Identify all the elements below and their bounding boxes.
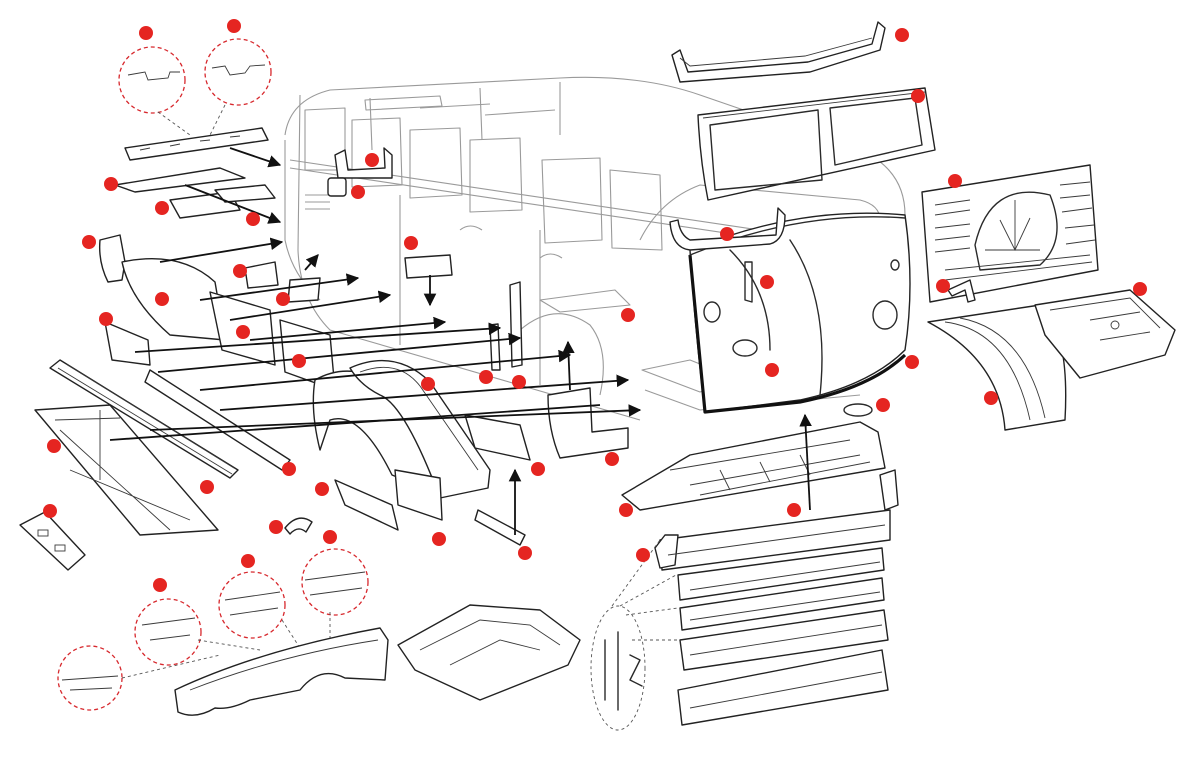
hotspot-marker-45[interactable]: [241, 554, 255, 568]
hotspot-marker-18[interactable]: [512, 375, 526, 389]
hotspot-marker-40[interactable]: [984, 391, 998, 405]
rear-corner-panel: [98, 234, 126, 283]
hotspot-marker-25[interactable]: [323, 530, 337, 544]
hotspot-marker-32[interactable]: [760, 275, 774, 289]
hotspot-marker-6[interactable]: [155, 201, 169, 215]
hotspot-marker-31[interactable]: [720, 227, 734, 241]
hotspot-marker-24[interactable]: [269, 520, 283, 534]
hotspot-marker-7[interactable]: [246, 212, 260, 226]
roof-front-trim: [671, 21, 886, 83]
hotspot-marker-5[interactable]: [104, 177, 118, 191]
sill-rocker-panels: [49, 359, 291, 479]
small-parts-left: [244, 147, 393, 535]
crossmember-stack: [654, 469, 899, 726]
hotspot-marker-38[interactable]: [936, 279, 950, 293]
hotspot-marker-27[interactable]: [518, 546, 532, 560]
hotspot-markers[interactable]: [43, 19, 1147, 592]
hotspot-marker-44[interactable]: [636, 548, 650, 562]
hotspot-marker-21[interactable]: [47, 439, 61, 453]
hotspot-marker-1[interactable]: [139, 26, 153, 40]
hotspot-marker-20[interactable]: [200, 480, 214, 494]
hotspot-marker-35[interactable]: [895, 28, 909, 42]
windshield-lower-seal: [669, 207, 786, 251]
hotspot-marker-33[interactable]: [765, 363, 779, 377]
hotspot-marker-23[interactable]: [315, 482, 329, 496]
hotspot-marker-12[interactable]: [99, 312, 113, 326]
wheel-arch-inner: [349, 359, 491, 499]
hotspot-marker-9[interactable]: [233, 264, 247, 278]
battery-tray-parts: [334, 414, 531, 546]
hotspot-marker-16[interactable]: [421, 377, 435, 391]
assembly-arrows: [109, 147, 812, 535]
hotspot-marker-29[interactable]: [605, 452, 619, 466]
hotspot-marker-13[interactable]: [236, 325, 250, 339]
hotspot-marker-11[interactable]: [155, 292, 169, 306]
hotspot-marker-34[interactable]: [905, 355, 919, 369]
hotspot-marker-4[interactable]: [351, 185, 365, 199]
roof-rail-panel: [124, 127, 269, 161]
hotspot-marker-17[interactable]: [479, 370, 493, 384]
hotspot-marker-14[interactable]: [292, 354, 306, 368]
hotspot-marker-3[interactable]: [365, 153, 379, 167]
hotspot-marker-10[interactable]: [276, 292, 290, 306]
roof-rail-callouts: [118, 38, 272, 136]
hotspot-marker-41[interactable]: [876, 398, 890, 412]
hotspot-marker-8[interactable]: [82, 235, 96, 249]
outrigger-bracket: [19, 511, 86, 571]
cargo-floor-callouts: [57, 548, 369, 711]
hotspot-marker-26[interactable]: [432, 532, 446, 546]
front-nose-panel: [688, 212, 911, 414]
door-step-panel: [547, 387, 629, 459]
hotspot-marker-37[interactable]: [948, 174, 962, 188]
windshield-frame: [697, 87, 936, 201]
hotspot-marker-2[interactable]: [227, 19, 241, 33]
hotspot-marker-22[interactable]: [43, 504, 57, 518]
hotspot-marker-15[interactable]: [404, 236, 418, 250]
hotspot-marker-39[interactable]: [1133, 282, 1147, 296]
left-floor-pan: [34, 404, 219, 536]
right-footwell-panel: [1034, 289, 1176, 379]
side-window-strips: [114, 167, 276, 219]
front-floor-panel: [621, 403, 886, 511]
spare-wheel-rear-panel: [921, 164, 1099, 303]
cab-floor-tray: [397, 604, 581, 701]
hotspot-marker-28[interactable]: [531, 462, 545, 476]
rear-floor-crossmember: [174, 627, 389, 716]
hotspot-marker-46[interactable]: [153, 578, 167, 592]
channel-detail-callout: [590, 539, 680, 731]
hotspot-marker-19[interactable]: [282, 462, 296, 476]
door-post-pillars: [404, 254, 523, 371]
hotspot-marker-42[interactable]: [787, 503, 801, 517]
hotspot-marker-43[interactable]: [619, 503, 633, 517]
hotspot-marker-36[interactable]: [911, 89, 925, 103]
hotspot-marker-30[interactable]: [621, 308, 635, 322]
small-bracket-right: [947, 279, 976, 303]
